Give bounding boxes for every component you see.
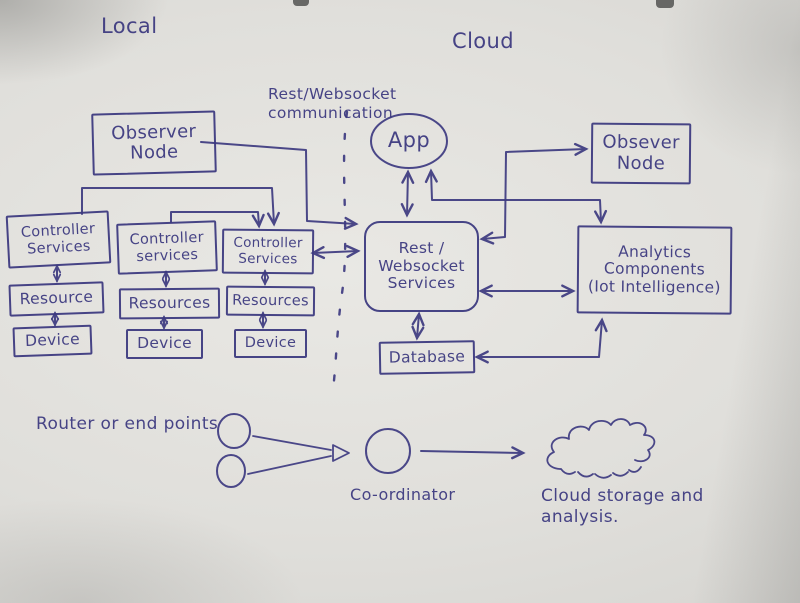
controller-services-3: Controller Services bbox=[221, 228, 315, 275]
router-endpoints-label: Router or end points bbox=[36, 414, 219, 434]
edge-endpoint2-coordinator bbox=[247, 455, 332, 475]
analytics-line3: (Iot Intelligence) bbox=[587, 277, 721, 297]
edge-coordinator-cloud bbox=[420, 451, 523, 453]
controller-services-3-line2: Services bbox=[238, 250, 298, 267]
edge-controller1-to-controller3 bbox=[81, 187, 274, 224]
database: Database bbox=[378, 340, 476, 375]
rest-services-line2: Websocket bbox=[378, 256, 465, 275]
resources-2: Resources bbox=[118, 287, 221, 320]
obsever-node-cloud: Obsever Node bbox=[590, 122, 692, 185]
communication-label-line2: communication bbox=[268, 104, 394, 123]
rest-services-line1: Rest / bbox=[398, 239, 445, 258]
device-3: Device bbox=[234, 329, 307, 358]
device-1-label: Device bbox=[24, 330, 81, 351]
cloud-storage-label: Cloud storage and analysis. bbox=[541, 486, 704, 529]
obsever-node-cloud-line1: Obsever bbox=[602, 132, 680, 154]
open-triangle-arrowhead bbox=[332, 444, 350, 462]
analytics-line1: Analytics bbox=[618, 242, 692, 262]
rest-websocket-services: Rest / Websocket Services bbox=[364, 221, 479, 312]
photo-artifact bbox=[293, 0, 309, 6]
app-node-label: App bbox=[387, 128, 431, 152]
device-2-label: Device bbox=[137, 334, 192, 353]
rest-services-line3: Services bbox=[387, 274, 456, 293]
resources-3: Resources bbox=[225, 285, 316, 317]
resource-1-label: Resource bbox=[19, 288, 94, 309]
controller-services-2: Controller services bbox=[116, 220, 218, 275]
device-3-label: Device bbox=[244, 335, 297, 352]
communication-label-line1: Rest/Websocket bbox=[268, 85, 397, 103]
edge-observer-to-rest bbox=[200, 141, 356, 224]
edge-controller3-rest-double bbox=[313, 251, 358, 253]
coordinator-circle bbox=[365, 428, 411, 474]
observer-node-local-line2: Node bbox=[129, 141, 179, 164]
local-region-label: Local bbox=[101, 14, 158, 38]
observer-node-local-line1: Observer bbox=[110, 120, 197, 144]
database-label: Database bbox=[388, 347, 466, 367]
cloud-storage-label-line1: Cloud storage and bbox=[541, 486, 704, 506]
resource-1: Resource bbox=[8, 281, 105, 317]
edge-app-rest-double bbox=[407, 172, 408, 215]
resources-3-label: Resources bbox=[232, 292, 309, 310]
edge-rest-obsevernode-double bbox=[482, 149, 586, 239]
communication-label: Rest/Websocket communication bbox=[268, 85, 397, 124]
cloud-storage-label-line2: analysis. bbox=[541, 507, 619, 528]
local-cloud-divider-dashed-line bbox=[330, 110, 349, 398]
device-2: Device bbox=[126, 329, 203, 359]
controller-services-2-line2: services bbox=[136, 246, 199, 265]
analytics-line2: Components bbox=[603, 259, 706, 279]
edge-app-analytics-double bbox=[431, 171, 601, 222]
observer-node-local: Observer Node bbox=[91, 110, 217, 176]
edge-endpoint1-coordinator bbox=[252, 435, 332, 451]
device-1: Device bbox=[12, 324, 93, 358]
coordinator-label: Co-ordinator bbox=[350, 485, 456, 504]
controller-services-1-line2: Services bbox=[26, 237, 92, 258]
endpoint-circle-1 bbox=[217, 413, 251, 449]
controller-services-1: Controller Services bbox=[5, 210, 112, 269]
edge-rest-database-double bbox=[417, 314, 419, 338]
app-oval bbox=[370, 113, 448, 169]
photo-artifact bbox=[656, 0, 674, 8]
analytics-components: Analytics Components (Iot Intelligence) bbox=[576, 225, 733, 315]
endpoint-circle-2 bbox=[216, 454, 246, 488]
controller-services-3-line1: Controller bbox=[233, 235, 303, 252]
cloud-region-label: Cloud bbox=[452, 29, 514, 53]
edge-database-analytics-double bbox=[477, 320, 602, 357]
obsever-node-cloud-line2: Node bbox=[616, 152, 666, 174]
cloud-storage-shape bbox=[546, 418, 656, 479]
resources-2-label: Resources bbox=[128, 293, 211, 313]
edge-controller2-to-controller3 bbox=[170, 211, 259, 226]
